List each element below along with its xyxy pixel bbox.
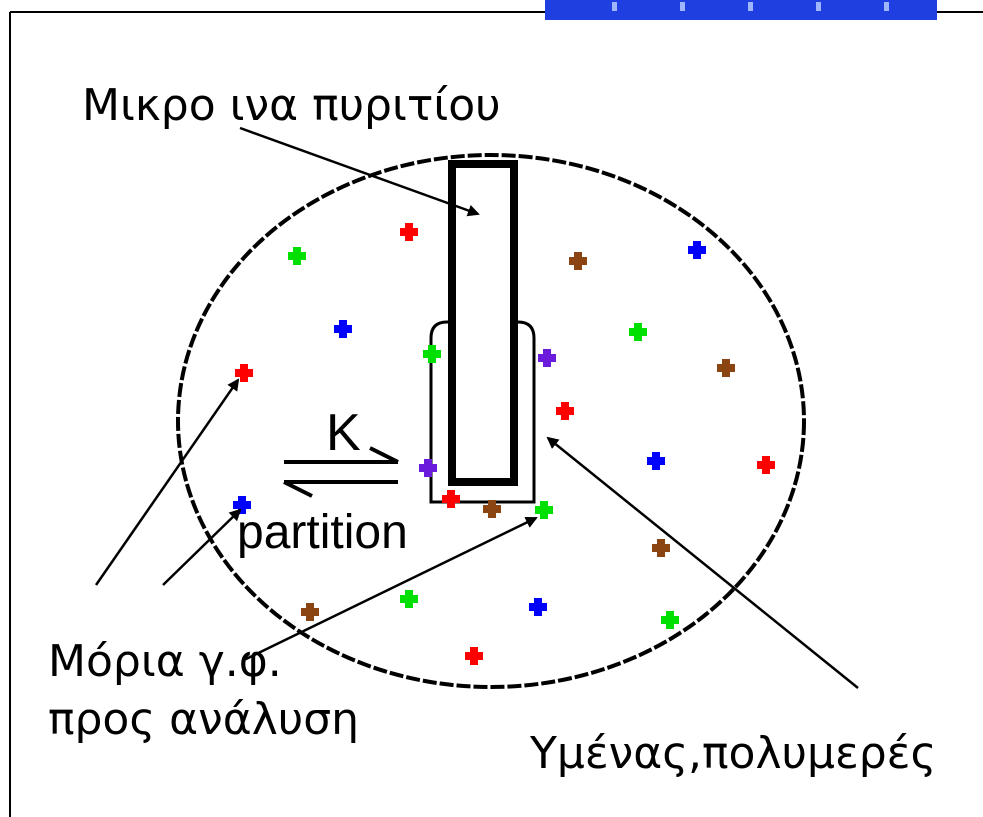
particle-red: [400, 223, 418, 241]
silica-fiber: [448, 160, 518, 486]
particle-red: [465, 647, 483, 665]
arrow-membrane: [546, 436, 859, 689]
particle-blue: [334, 320, 352, 338]
particle-green: [535, 501, 553, 519]
particle-blue: [647, 452, 665, 470]
analytes-label-line1: Μόρια γ.φ.: [48, 636, 282, 687]
header-bar-fragment: [545, 0, 937, 20]
particle-red: [556, 402, 574, 420]
pointer-arrows: [94, 126, 859, 689]
partition-label: partition: [237, 506, 408, 559]
particle-brown: [717, 359, 735, 377]
particle-blue: [233, 496, 251, 514]
particle-brown: [483, 500, 501, 518]
sample-circle: [176, 153, 806, 689]
slide-frame: [9, 11, 983, 817]
arrow-fiber: [239, 126, 480, 217]
particle-green: [423, 345, 441, 363]
particle-purple: [419, 459, 437, 477]
membrane-label: Υμένας,πολυμερές: [529, 728, 936, 779]
fiber-label: Μικρο ινα πυριτίου: [82, 80, 501, 131]
particle-blue: [529, 598, 547, 616]
analytes-label-line2: προς ανάλυση: [48, 694, 359, 745]
particle-red: [442, 490, 460, 508]
particle-red: [757, 456, 775, 474]
partition-arrows: [283, 446, 399, 498]
particle-brown: [652, 539, 670, 557]
particle-green: [288, 247, 306, 265]
particle-blue: [688, 241, 706, 259]
particle-green: [661, 611, 679, 629]
arrow-analyte-blue: [162, 508, 242, 586]
particle-purple: [538, 349, 556, 367]
arrow-analyte-green: [243, 516, 538, 662]
k-label: K: [326, 404, 361, 462]
arrow-analyte-red: [94, 378, 240, 586]
particle-green: [400, 590, 418, 608]
analyte-particles: [233, 223, 775, 665]
particle-red: [235, 364, 253, 382]
particle-green: [629, 323, 647, 341]
particle-brown: [569, 252, 587, 270]
particle-brown: [301, 603, 319, 621]
